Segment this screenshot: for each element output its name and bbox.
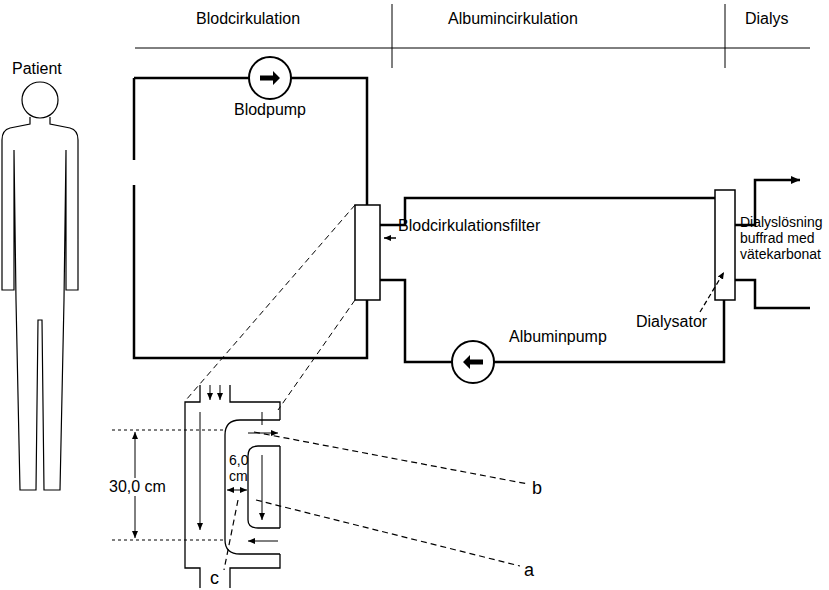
filter-cross-section <box>185 385 280 588</box>
pump-label: Blodpump <box>234 101 306 119</box>
callout-letter: a <box>524 560 534 581</box>
part-name: Dialysator <box>636 313 707 331</box>
part-name: Dialyslösning buffrad med vätekarbonat <box>740 214 826 262</box>
pump-arrow <box>453 342 493 382</box>
dimension-label: 30,0 cm <box>107 478 168 496</box>
zoom-lines <box>186 205 355 410</box>
pump-arrow <box>250 58 290 98</box>
part-name: Blodcirkulationsfilter <box>398 217 540 235</box>
section-heading: Albumincirkulation <box>448 10 578 28</box>
flow-arrows <box>200 385 278 588</box>
blood-circuit-tubing <box>134 78 367 358</box>
callout-letter: c <box>208 568 221 589</box>
header-rule <box>135 4 810 68</box>
blood-filter <box>355 205 380 300</box>
section-heading: Dialys <box>745 10 789 28</box>
leader-lines <box>224 432 528 570</box>
patient-label: Patient <box>12 60 62 78</box>
pump-circle <box>451 340 495 384</box>
section-heading: Blodcirkulation <box>196 10 300 28</box>
albumin-circuit-tubing <box>380 190 724 362</box>
callout-arrow <box>384 238 724 312</box>
pump-label: Albuminpump <box>509 328 607 346</box>
dimension-label: 6,0 cm <box>229 452 255 484</box>
callout-letter: b <box>532 478 542 499</box>
dialyzer <box>715 190 735 300</box>
patient-figure <box>2 82 78 490</box>
pump-circle <box>248 56 292 100</box>
